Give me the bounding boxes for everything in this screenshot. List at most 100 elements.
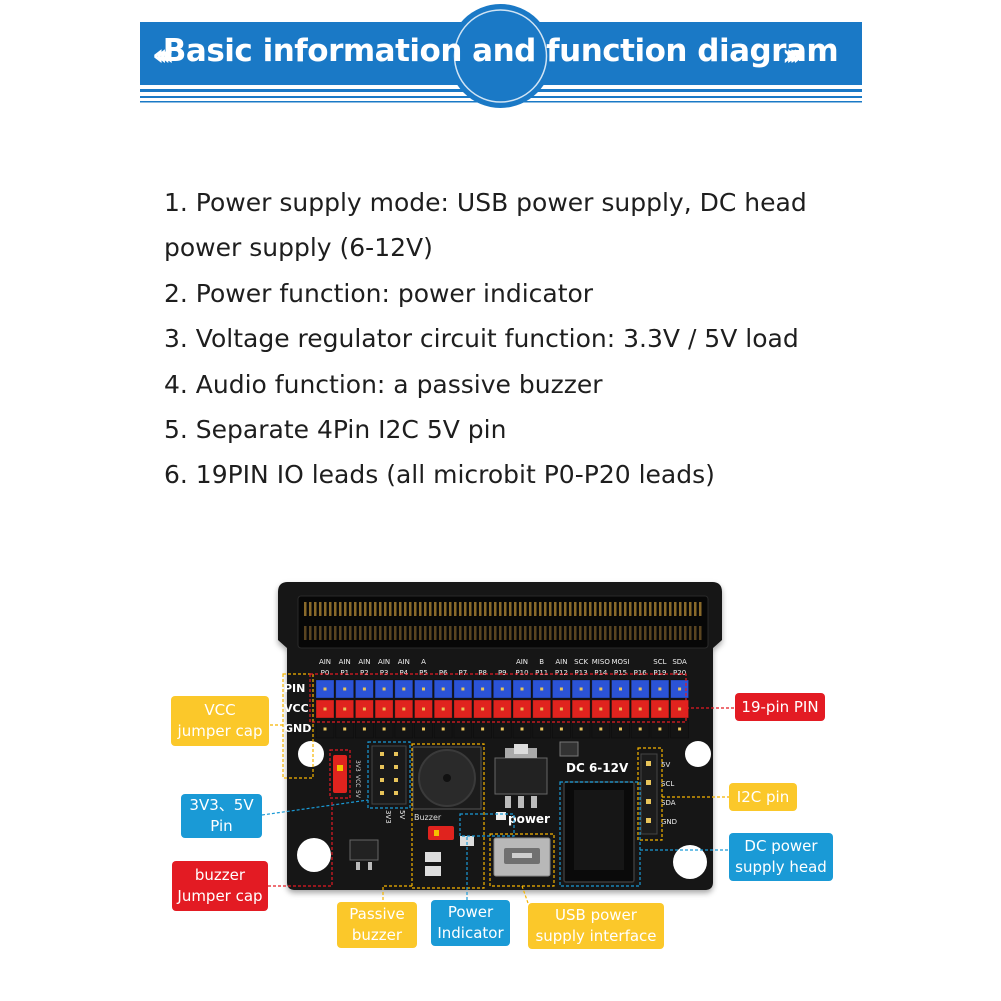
highlight-boxes-blue (367, 741, 641, 887)
edge-pin (679, 602, 682, 616)
info-item-1-cont: power supply (6-12V) (164, 233, 433, 263)
edge-pin (569, 602, 572, 616)
edge-pin (314, 602, 317, 616)
pin-header-pin-tip (540, 687, 544, 691)
edge-pin (424, 602, 427, 616)
edge-pin (554, 602, 557, 616)
mounting-holes (297, 741, 711, 879)
edge-pin (654, 602, 657, 616)
edge-pin (344, 626, 347, 640)
edge-pin (529, 602, 532, 616)
edge-pin (374, 626, 377, 640)
edge-pin (304, 602, 307, 616)
gnd-header-pin-tip (343, 727, 347, 731)
edge-pin (329, 602, 332, 616)
gnd-header-pin-tip (579, 727, 583, 731)
gnd-header-pin-tip (461, 727, 465, 731)
pin-silk-label: P15 (614, 669, 627, 677)
edge-pin (304, 626, 307, 640)
pin-3v3-5v-block: 3V3 5V (371, 745, 407, 824)
pin-silk-label: P4 (399, 669, 408, 677)
edge-pin (374, 602, 377, 616)
vcc-header-pin-tip (658, 707, 662, 711)
edge-pin (449, 602, 452, 616)
vcc-header-pin-tip (402, 707, 406, 711)
vcc-header-pin-tip (323, 707, 327, 711)
edge-pin (494, 602, 497, 616)
gnd-header-pin-tip (402, 727, 406, 731)
gnd-header-pin-tip (658, 727, 662, 731)
edge-pin (319, 602, 322, 616)
pin-3v3-5v-tip (380, 765, 384, 769)
vcc-header-pin-tip (362, 707, 366, 711)
ain-silk-label: SDA (672, 658, 687, 666)
edge-pin (359, 626, 362, 640)
vcc-header-pin-tip (579, 707, 583, 711)
edge-pin (644, 626, 647, 640)
edge-pin (644, 602, 647, 616)
vcc-header-pin-tip (500, 707, 504, 711)
ain-silk-label: SCL (653, 658, 666, 666)
edge-pin (474, 602, 477, 616)
info-item-6: 6. 19PIN IO leads (all microbit P0-P20 l… (164, 460, 715, 490)
pin-silk-label: P10 (515, 669, 528, 677)
edge-pin (654, 626, 657, 640)
edge-pin (634, 626, 637, 640)
pin-label-5v: 5V (398, 810, 406, 819)
pin-header-row (315, 679, 689, 699)
pin-silk-label: P11 (535, 669, 548, 677)
pin-header-pin-tip (559, 687, 563, 691)
edge-pin (464, 626, 467, 640)
pin-header-pin-tip (520, 687, 524, 691)
pin-silk-label: P13 (575, 669, 588, 677)
edge-pin (669, 602, 672, 616)
edge-pin (674, 602, 677, 616)
pin-header-pin-tip (323, 687, 327, 691)
edge-pin (319, 626, 322, 640)
buzzer-jumper-cap (428, 826, 454, 840)
pin-header-pin-tip (678, 687, 682, 691)
edge-pin (514, 602, 517, 616)
leader-lines (261, 707, 735, 904)
pin-silk-label: P12 (555, 669, 568, 677)
pin-label-3v3: 3V3 (384, 810, 392, 824)
edge-pin (384, 626, 387, 640)
vcc-header-pin-tip (422, 707, 425, 711)
edge-pin (459, 626, 462, 640)
edge-pin (504, 602, 507, 616)
edge-pin (439, 602, 442, 616)
edge-pin (579, 626, 582, 640)
pin-header-pin-tip (382, 687, 386, 691)
edge-pin (594, 602, 597, 616)
edge-pin (554, 626, 557, 640)
edge-pin (444, 602, 447, 616)
edge-pin (474, 626, 477, 640)
pin-silk-label: P9 (498, 669, 507, 677)
ain-silk-label: A (421, 658, 426, 666)
gnd-header-pin-tip (382, 727, 386, 731)
vcc-header-pin-tip (461, 707, 465, 711)
edge-pin (454, 626, 457, 640)
buzzer-silk: Buzzer (414, 813, 442, 822)
vcc-header-pin-tip (481, 707, 485, 711)
edge-pin (509, 626, 512, 640)
edge-pin (549, 626, 552, 640)
banner-title: Basic information and function diagram (162, 33, 839, 69)
jumper-label-3v3: 3V3 (354, 760, 361, 772)
edge-pin (449, 626, 452, 640)
edge-pin (409, 602, 412, 616)
i2c-pin-tip (646, 780, 651, 785)
edge-pin (649, 626, 652, 640)
vcc-header-pin-tip (559, 707, 563, 711)
edge-pin (529, 626, 532, 640)
gnd-header-pin-tip (323, 727, 327, 731)
edge-pin (684, 626, 687, 640)
edge-pin (589, 602, 592, 616)
edge-pin (539, 626, 542, 640)
edge-pin (429, 626, 432, 640)
power-silk: power (508, 812, 550, 826)
vcc-header-pin-tip (599, 707, 603, 711)
